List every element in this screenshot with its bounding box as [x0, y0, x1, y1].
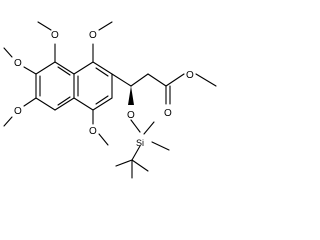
atom-o-ester-single: O [186, 70, 194, 81]
atom-o-top-right: O [89, 30, 97, 41]
atom-si: Si [136, 138, 144, 148]
side-chain [111, 73, 217, 105]
atom-o-left-lower: O [14, 106, 22, 117]
atom-o-bottom: O [89, 126, 97, 137]
atom-o-top-left: O [51, 30, 59, 41]
methoxy-bottom: O [89, 109, 109, 146]
methoxy-top-right: O [89, 21, 113, 63]
methoxy-top-left: O [37, 21, 59, 63]
atom-o-ester-double: O [164, 108, 172, 119]
atom-o-left-upper: O [14, 58, 22, 69]
naphthalene-core [35, 61, 113, 111]
chemical-structure: O O O O O O O O Si [3, 21, 217, 179]
methoxy-left-upper: O [3, 47, 37, 75]
silyl-ether-branch: O Si [115, 86, 170, 179]
methoxy-left-lower: O [3, 97, 37, 127]
atom-o-silyl-ether: O [127, 110, 135, 121]
